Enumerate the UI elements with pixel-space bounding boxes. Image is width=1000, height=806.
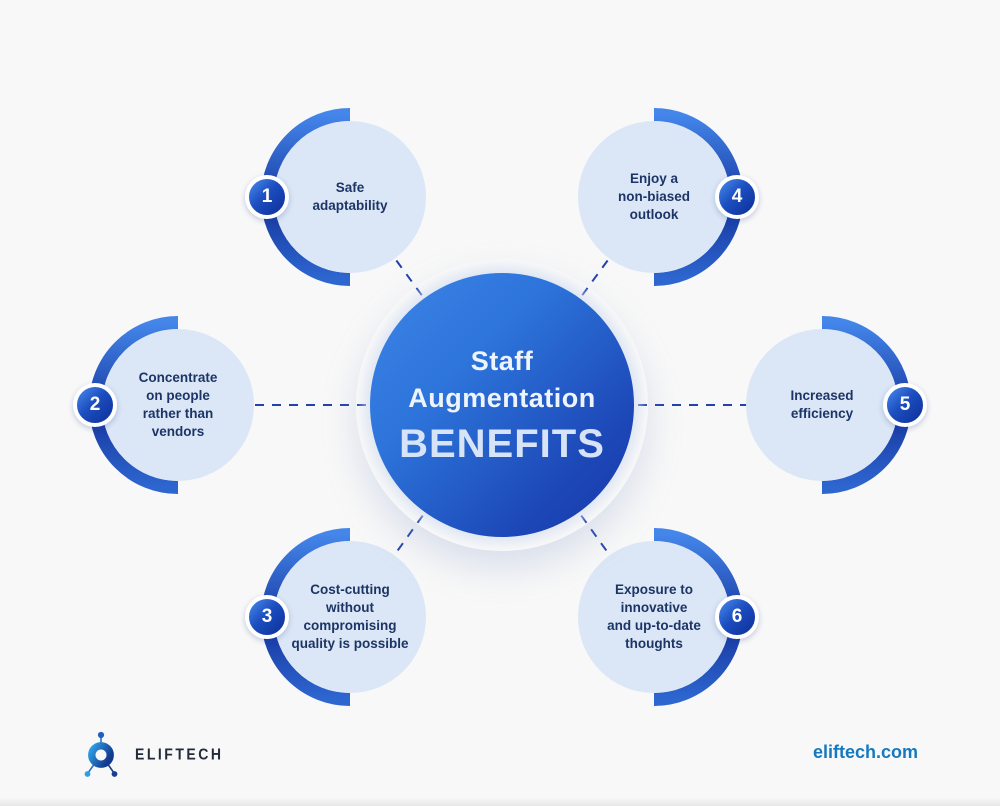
benefit-number: 6 [731,606,743,627]
benefit-label: Exposure to innovative and up-to-date th… [607,582,701,651]
benefit-number-badge: 6 [715,595,759,639]
benefit-bubble: Increased efficiency [746,329,898,481]
brand-wordmark: ELIFTECH [135,745,224,763]
center-circle: Staff Augmentation BENEFITS [370,273,634,537]
benefit-bubble: Concentrate on people rather than vendor… [102,329,254,481]
benefit-bubble: Enjoy a non-biased outlook [578,121,730,273]
benefit-number: 3 [261,606,273,627]
benefit-item-3: Cost-cutting without compromising qualit… [240,507,460,727]
benefit-item-1: Safe adaptability 1 [240,87,460,307]
benefit-label: Cost-cutting without compromising qualit… [291,582,409,651]
center-highlight: BENEFITS [399,421,605,466]
benefit-bubble: Exposure to innovative and up-to-date th… [578,541,730,693]
benefit-number: 4 [731,186,743,207]
benefit-number-badge: 1 [245,175,289,219]
benefit-item-2: Concentrate on people rather than vendor… [68,295,288,515]
benefit-number-badge: 5 [883,383,927,427]
website-text: eliftech.com [812,742,918,762]
benefit-item-6: Exposure to innovative and up-to-date th… [544,507,764,727]
benefit-number: 2 [89,394,101,415]
molecule-logo-icon [84,731,118,777]
benefit-number-badge: 4 [715,175,759,219]
bottom-shade-divider [0,797,1000,806]
benefit-number-badge: 3 [245,595,289,639]
benefit-label: Safe adaptability [312,180,388,213]
benefit-number: 1 [261,186,273,207]
benefit-label: Concentrate on people rather than vendor… [138,370,218,439]
benefit-item-4: Enjoy a non-biased outlook 4 [544,87,764,307]
benefit-label: Enjoy a non-biased outlook [617,171,690,222]
benefit-bubble: Safe adaptability [274,121,426,273]
benefit-item-5: Increased efficiency 5 [712,295,932,515]
center-title: Staff Augmentation [408,346,596,413]
benefit-label: Increased efficiency [790,388,854,421]
benefit-bubble: Cost-cutting without compromising qualit… [274,541,426,693]
footer-brand: ELIFTECH [80,727,223,781]
benefit-number-badge: 2 [73,383,117,427]
benefit-number: 5 [899,394,911,415]
